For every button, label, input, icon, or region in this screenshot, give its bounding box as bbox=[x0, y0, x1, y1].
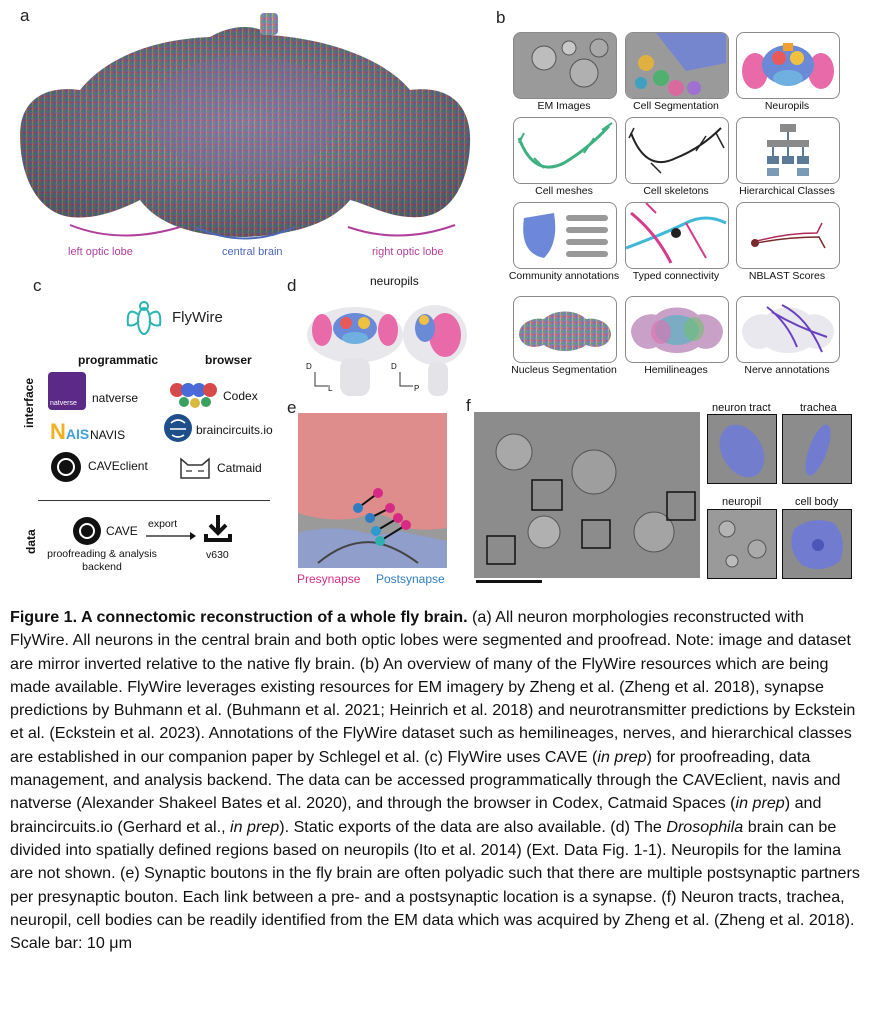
em-overview-image bbox=[474, 412, 700, 583]
side-label-data: data bbox=[24, 529, 38, 554]
panel-label-b: b bbox=[496, 8, 506, 27]
neuropil-side-view bbox=[403, 305, 467, 396]
divider bbox=[38, 500, 270, 501]
caption-italic-3: in prep bbox=[230, 817, 280, 836]
tile-caption-cell-skeletons: Cell skeletons bbox=[643, 185, 709, 197]
cave-sublabel: proofreading & analysis backend bbox=[47, 548, 157, 573]
figure-caption: Figure 1. A connectomic reconstruction o… bbox=[10, 606, 862, 955]
tile-nerve-annotations bbox=[736, 296, 840, 363]
label-central-brain: central brain bbox=[222, 246, 283, 258]
panel-label-e: e bbox=[287, 398, 297, 417]
axis-d-2: D bbox=[391, 362, 397, 371]
caption-italic-2: in prep bbox=[735, 794, 785, 813]
download-icon bbox=[204, 515, 232, 542]
inset-label-trachea: trachea bbox=[800, 402, 837, 414]
panel-label-a: a bbox=[20, 6, 30, 25]
panel-label-c: c bbox=[33, 276, 42, 295]
tile-community-annotations bbox=[513, 202, 617, 269]
tile-caption-nerve-annotations: Nerve annotations bbox=[744, 364, 830, 376]
caption-text-5: brain can be divided into spatially defi… bbox=[10, 817, 860, 953]
tile-neuropils bbox=[736, 32, 840, 99]
flywire-logo-text: FlyWire bbox=[172, 309, 223, 326]
tile-caption-hemilineages: Hemilineages bbox=[644, 364, 708, 376]
neuropils-title: neuropils bbox=[370, 274, 419, 288]
tile-hierarchical-classes bbox=[736, 117, 840, 184]
inset-neuron-tract bbox=[707, 414, 777, 484]
export-arrow-icon bbox=[146, 532, 196, 540]
panel-label-d: d bbox=[287, 276, 297, 295]
label-postsynapse: Postsynapse bbox=[376, 572, 445, 586]
tile-hemilineages bbox=[625, 296, 729, 363]
tile-cell-segmentation bbox=[625, 32, 729, 99]
tile-caption-community-annotations: Community annotations bbox=[508, 270, 620, 282]
tile-caption-nblast-scores: NBLAST Scores bbox=[748, 270, 826, 282]
inset-cell-body bbox=[782, 509, 852, 579]
tile-caption-typed-connectivity: Typed connectivity bbox=[632, 270, 720, 282]
braincircuits-logo-icon bbox=[164, 414, 192, 442]
axis-p: P bbox=[414, 384, 420, 393]
tile-cell-meshes bbox=[513, 117, 617, 184]
brain-render bbox=[20, 13, 471, 240]
caption-italic-4: Drosophila bbox=[666, 817, 744, 836]
catmaid-logo-icon bbox=[180, 457, 210, 479]
axis-d-1: D bbox=[306, 362, 312, 371]
flywire-fly-icon bbox=[126, 301, 162, 335]
tool-codex-label: Codex bbox=[223, 389, 258, 403]
caption-title: Figure 1. A connectomic reconstruction o… bbox=[10, 608, 468, 626]
tile-caption-cell-meshes: Cell meshes bbox=[535, 185, 593, 197]
tile-cell-skeletons bbox=[625, 117, 729, 184]
tool-catmaid: Catmaid bbox=[217, 461, 262, 475]
version-label: v630 bbox=[206, 549, 229, 561]
synapse-em-image bbox=[298, 413, 447, 568]
caption-italic-1: in prep bbox=[597, 747, 647, 766]
inset-neuropil bbox=[707, 509, 777, 579]
brain-shape bbox=[20, 13, 471, 237]
label-right-optic-lobe: right optic lobe bbox=[372, 246, 444, 258]
label-left-optic-lobe: left optic lobe bbox=[68, 246, 133, 258]
caption-text-4: ). Static exports of the data are also a… bbox=[279, 817, 667, 836]
tool-navis: NAVIS bbox=[90, 428, 126, 442]
export-label: export bbox=[148, 518, 178, 530]
label-presynapse: Presynapse bbox=[297, 572, 361, 586]
tile-caption-hierarchical-classes: Hierarchical Classes bbox=[739, 185, 835, 197]
tile-caption-em-images: EM Images bbox=[537, 100, 591, 112]
col-programmatic: programmatic bbox=[78, 353, 159, 367]
tile-caption-cell-segmentation: Cell Segmentation bbox=[633, 100, 719, 112]
inset-label-neuropil: neuropil bbox=[722, 496, 762, 508]
natverse-badge: natverse bbox=[50, 400, 77, 407]
inset-label-cell-body: cell body bbox=[795, 496, 839, 508]
tool-natverse: natverse bbox=[92, 391, 139, 405]
col-browser: browser bbox=[205, 353, 252, 367]
cave-label: CAVE bbox=[106, 524, 138, 538]
codex-logo-icon bbox=[170, 383, 217, 408]
caption-text-3: ) and braincircuits.io (Gerhard et al., bbox=[10, 794, 822, 836]
scale-bar bbox=[476, 580, 542, 583]
inset-label-neuron-tract: neuron tract bbox=[712, 402, 771, 414]
panel-label-f: f bbox=[466, 396, 471, 415]
side-label-interface: interface bbox=[22, 377, 36, 428]
cave-logo-icon bbox=[73, 517, 101, 545]
synapse-links bbox=[353, 488, 411, 546]
axis-arrows bbox=[314, 372, 413, 387]
tool-braincircuits: braincircuits.io bbox=[196, 423, 273, 437]
tile-typed-connectivity bbox=[625, 202, 729, 269]
navis-logo-icon: NAIS bbox=[50, 419, 90, 444]
axis-l: L bbox=[328, 384, 333, 393]
tile-nucleus-segmentation bbox=[513, 296, 617, 363]
tile-nblast-scores bbox=[736, 202, 840, 269]
natverse-logo-icon: natverse bbox=[48, 372, 86, 410]
tile-caption-neuropils: Neuropils bbox=[764, 100, 810, 112]
caveclient-logo-icon bbox=[51, 452, 81, 482]
caption-text-2: ) for proofreading, data management, and… bbox=[10, 747, 841, 813]
tile-em-images bbox=[513, 32, 617, 99]
neuropils-figure bbox=[307, 305, 467, 396]
tool-caveclient: CAVEclient bbox=[88, 459, 148, 473]
caption-text-1: (a) All neuron morphologies reconstructe… bbox=[10, 608, 856, 766]
tile-caption-nucleus-segmentation: Nucleus Segmentation bbox=[511, 364, 617, 376]
inset-trachea bbox=[782, 414, 852, 484]
neuropil-front-view bbox=[307, 307, 403, 396]
